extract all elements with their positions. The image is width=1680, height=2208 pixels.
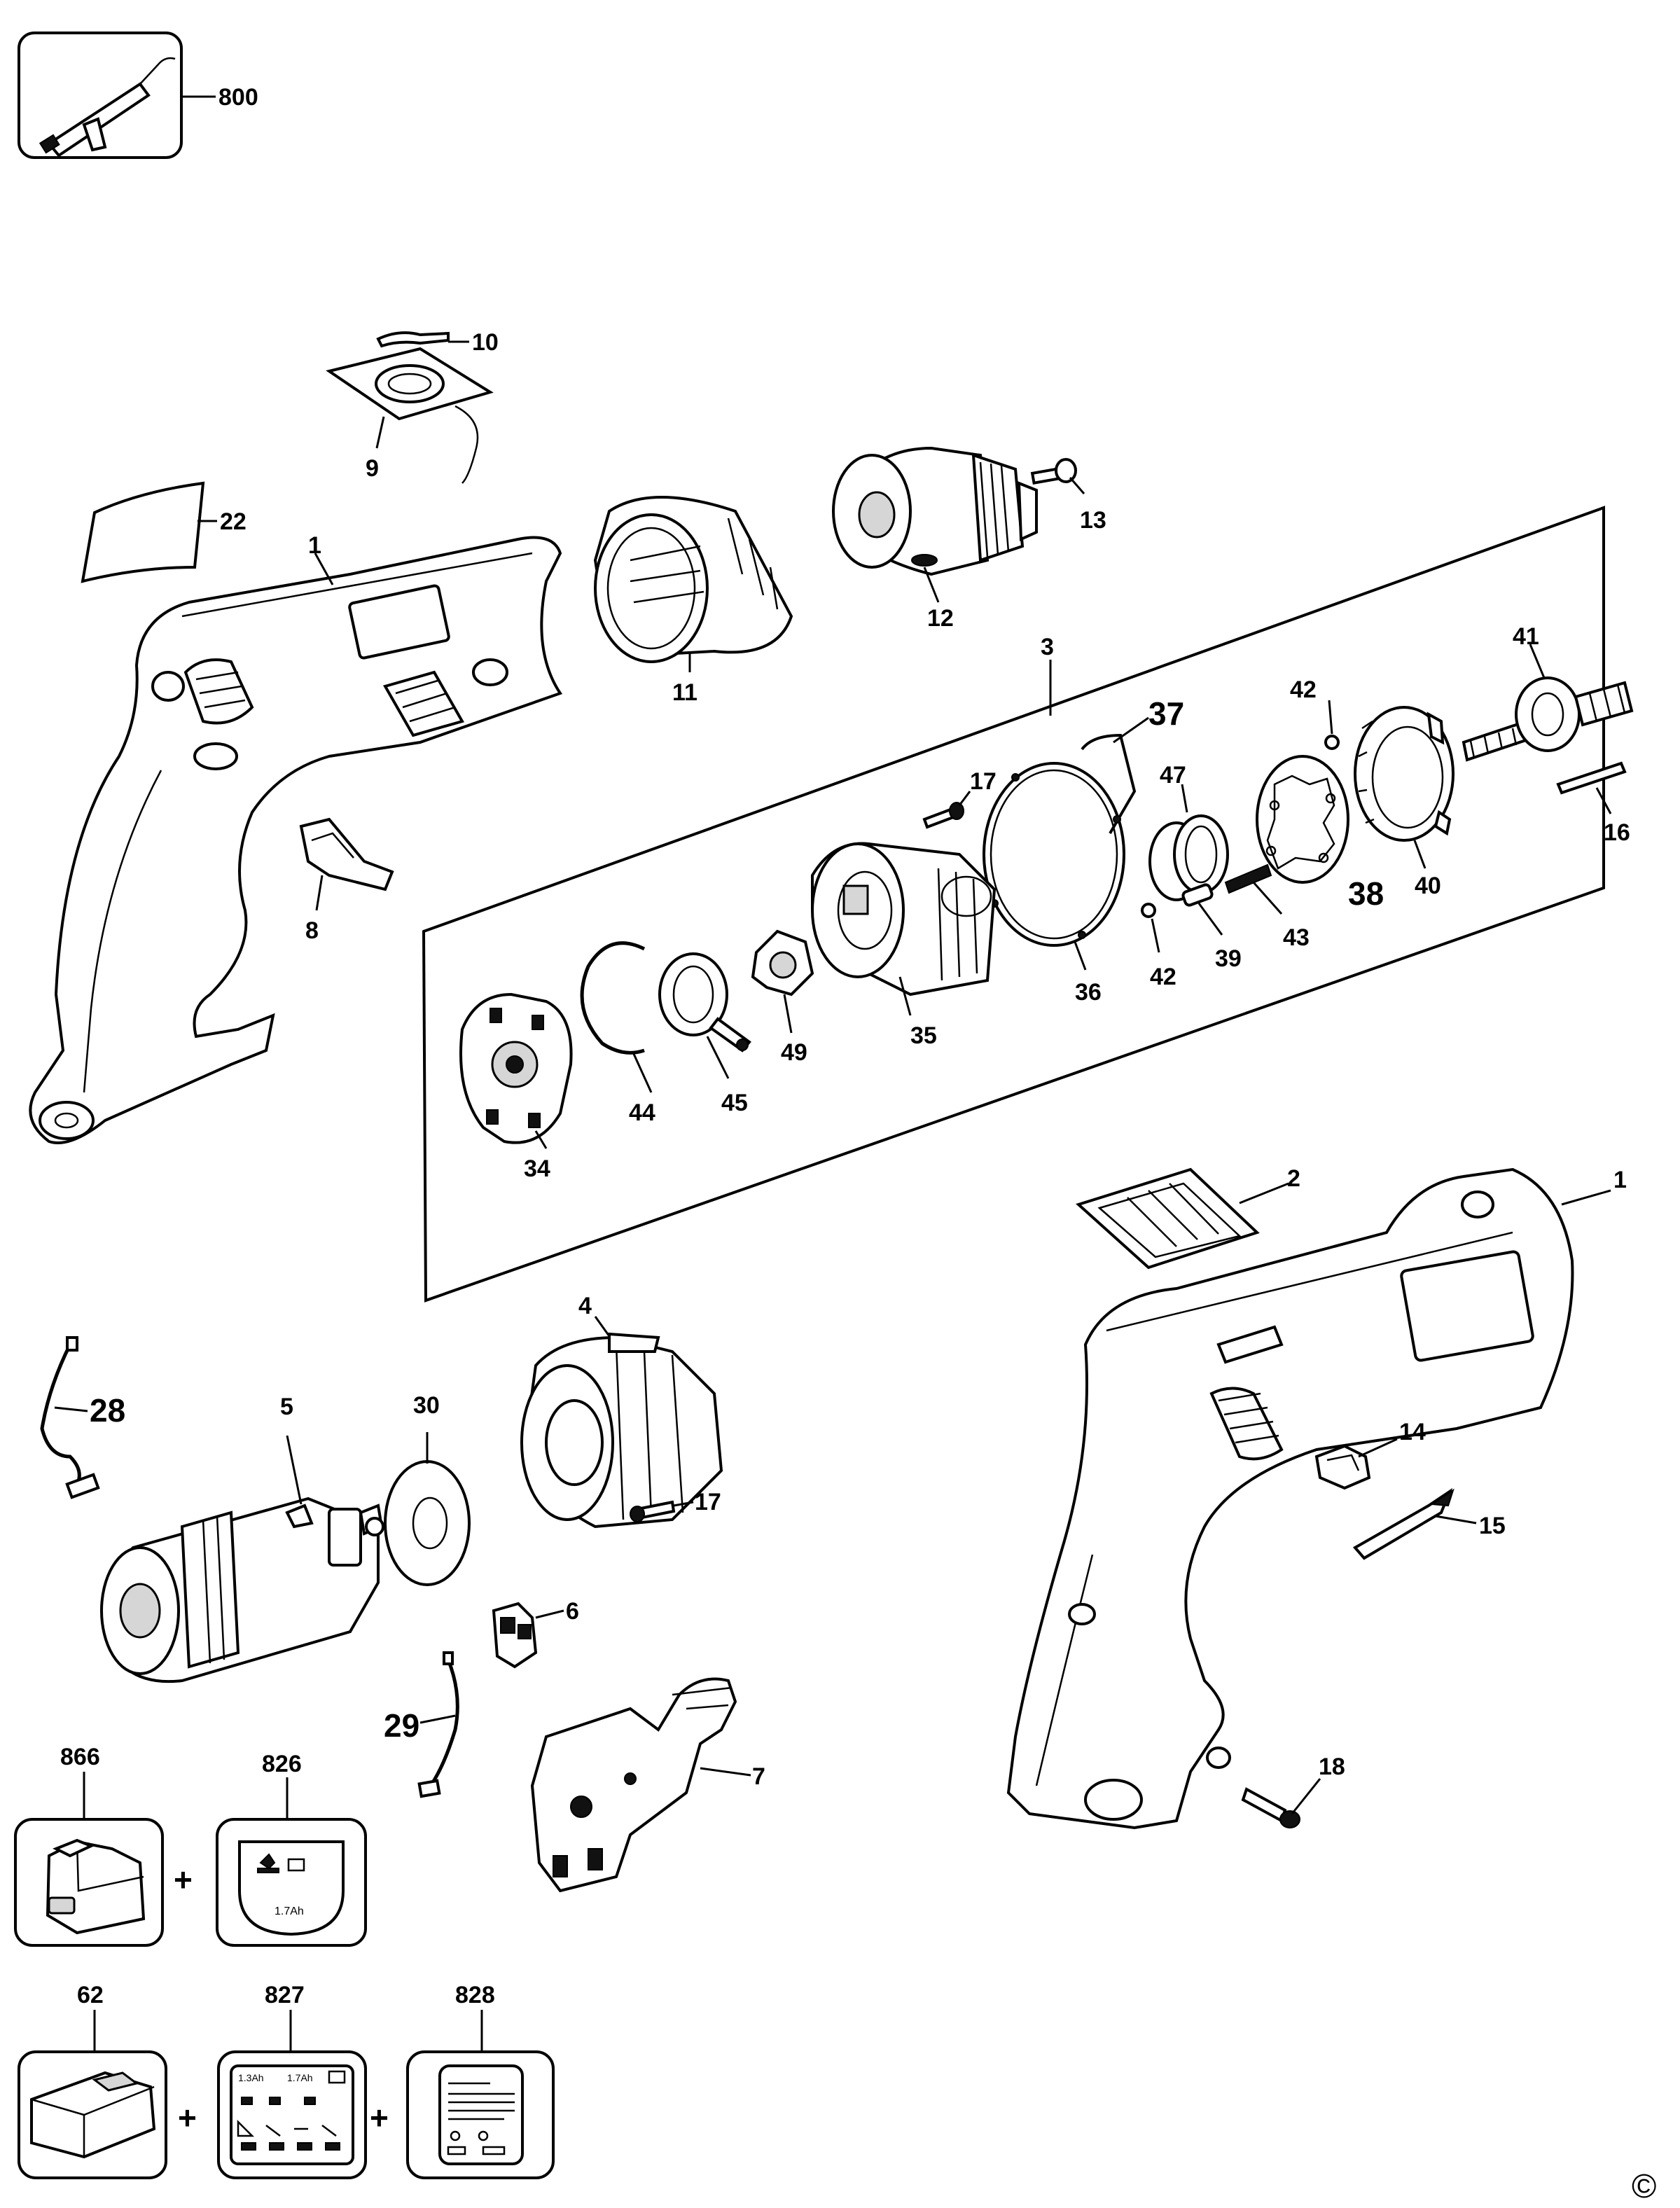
part-800-grease-gun[interactable]	[18, 32, 183, 159]
callout-34: 34	[524, 1155, 550, 1182]
callout-8: 8	[305, 917, 319, 944]
part-38-clutch-plate[interactable]	[1256, 755, 1349, 884]
callout-42-top: 42	[1290, 676, 1317, 703]
part-1-housing-right[interactable]	[1006, 1167, 1574, 1830]
callout-18: 18	[1319, 1754, 1345, 1780]
callout-866: 866	[60, 1744, 100, 1770]
part-13-screw[interactable]	[1030, 458, 1077, 485]
callout-5: 5	[280, 1394, 293, 1420]
part-5-motor[interactable]	[100, 1497, 384, 1683]
callout-42-bottom: 42	[1150, 964, 1176, 990]
callout-39: 39	[1215, 945, 1242, 972]
part-42-ball-bottom[interactable]	[1141, 903, 1156, 918]
callout-30: 30	[413, 1392, 440, 1419]
callout-2: 2	[1287, 1165, 1300, 1192]
callout-28: 28	[90, 1392, 125, 1429]
callout-10: 10	[472, 329, 499, 356]
callout-40: 40	[1415, 873, 1441, 899]
part-42-ball-top[interactable]	[1324, 735, 1340, 750]
part-10-spring-clip[interactable]	[376, 331, 450, 348]
gearbox-assembly-frame	[422, 506, 1605, 1303]
callout-14: 14	[1399, 1419, 1426, 1445]
callout-38: 38	[1348, 875, 1384, 912]
part-40-ring-housing[interactable]	[1354, 706, 1455, 842]
part-47-springs[interactable]	[1148, 814, 1229, 901]
part-8-clip[interactable]	[299, 817, 394, 891]
charger-label-capacity-2: 1.7Ah	[287, 2072, 313, 2083]
callout-47: 47	[1160, 762, 1186, 789]
callout-4: 4	[578, 1293, 592, 1319]
part-15-bit-holder[interactable]	[1352, 1487, 1455, 1560]
part-7-switch[interactable]	[530, 1677, 737, 1893]
part-12-chuck[interactable]	[832, 446, 1038, 576]
callout-17-upper: 17	[970, 768, 997, 795]
callout-826: 826	[262, 1751, 302, 1777]
part-6-brush-holder[interactable]	[492, 1602, 538, 1669]
callout-29: 29	[384, 1707, 419, 1744]
callout-62: 62	[77, 1982, 104, 2008]
callout-43: 43	[1283, 924, 1310, 951]
callout-1-right: 1	[1613, 1167, 1627, 1193]
part-14-clip[interactable]	[1314, 1444, 1371, 1490]
callout-9: 9	[366, 455, 379, 482]
battery-label-capacity: 1.7Ah	[275, 1905, 304, 1917]
callout-37: 37	[1148, 695, 1184, 732]
part-28-wire[interactable]	[40, 1336, 100, 1499]
part-37-wire-pin[interactable]	[1081, 733, 1137, 835]
callout-41: 41	[1513, 623, 1539, 650]
part-18-screw[interactable]	[1241, 1787, 1300, 1828]
callout-11: 11	[672, 679, 697, 706]
callout-6: 6	[566, 1598, 579, 1625]
callout-15: 15	[1479, 1513, 1506, 1539]
callout-35: 35	[910, 1022, 937, 1049]
part-4-gear-housing[interactable]	[520, 1332, 723, 1529]
callout-828: 828	[455, 1982, 495, 2008]
callout-44: 44	[629, 1099, 655, 1126]
part-826-battery-label[interactable]: 1.7Ah	[216, 1818, 367, 1947]
part-34-clutch-base[interactable]	[459, 992, 573, 1144]
callout-36: 36	[1075, 979, 1102, 1006]
callout-1-left: 1	[308, 532, 321, 559]
callout-827: 827	[265, 1982, 305, 2008]
part-16-pin[interactable]	[1556, 761, 1627, 795]
callout-17-lower: 17	[695, 1489, 721, 1515]
part-9-switch-cover[interactable]	[326, 347, 494, 484]
part-1-housing-left[interactable]	[29, 536, 563, 1144]
part-22-label[interactable]	[81, 481, 205, 583]
part-2-switch-plate[interactable]	[1076, 1167, 1260, 1270]
part-62-charger[interactable]	[18, 2050, 167, 2179]
part-17-screw-lower[interactable]	[630, 1500, 676, 1522]
charger-label-capacity-1: 1.3Ah	[238, 2072, 264, 2083]
part-828-rating-plate[interactable]	[406, 2050, 555, 2179]
callout-12: 12	[927, 605, 954, 632]
callout-22: 22	[220, 508, 247, 535]
callout-45: 45	[721, 1090, 748, 1116]
plus-1: +	[174, 1861, 193, 1898]
callout-800: 800	[218, 84, 258, 111]
part-17-screw-upper[interactable]	[922, 802, 964, 829]
part-30-washer[interactable]	[384, 1460, 471, 1586]
part-44-retaining-ring[interactable]	[580, 941, 646, 1055]
callout-13: 13	[1080, 507, 1106, 534]
part-29-wire[interactable]	[417, 1651, 459, 1798]
callout-16: 16	[1604, 819, 1630, 846]
part-11-collar[interactable]	[593, 496, 793, 663]
part-39-pin[interactable]	[1181, 883, 1214, 907]
copyright-mark: ©	[1632, 2168, 1656, 2205]
part-41-spindle[interactable]	[1462, 676, 1634, 762]
part-866-battery[interactable]	[14, 1818, 164, 1947]
callout-49: 49	[781, 1039, 807, 1066]
plus-3: +	[370, 2099, 389, 2136]
part-49-nut[interactable]	[751, 929, 814, 997]
plus-2: +	[178, 2099, 197, 2136]
part-36-ring[interactable]	[983, 762, 1125, 947]
part-827-charger-label[interactable]: 1.3Ah 1.7Ah	[217, 2050, 367, 2179]
part-35-gear-carrier[interactable]	[811, 842, 997, 997]
part-45-collar-tab[interactable]	[658, 952, 751, 1053]
callout-7: 7	[752, 1763, 765, 1790]
callout-3: 3	[1041, 634, 1054, 660]
part-43-spring[interactable]	[1224, 863, 1272, 894]
